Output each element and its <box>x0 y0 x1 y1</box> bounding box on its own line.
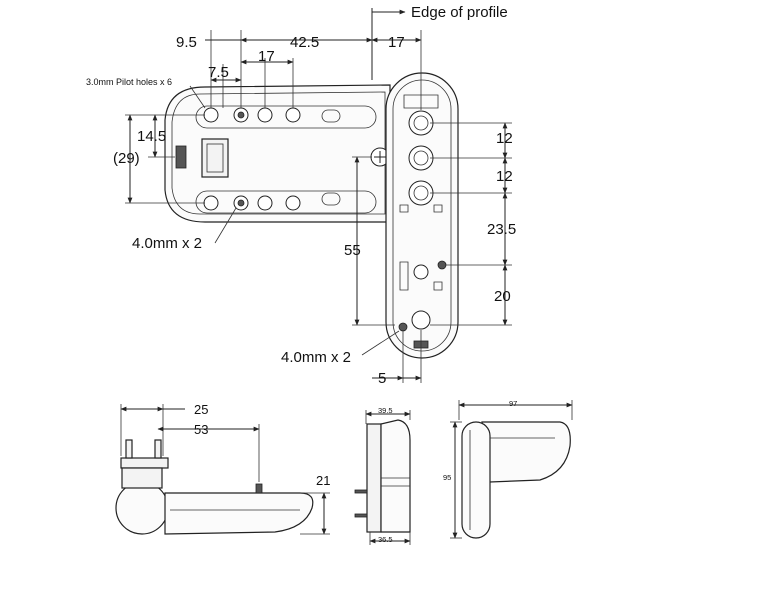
dim-23-5: 23.5 <box>487 221 516 238</box>
pilot-holes-label: 3.0mm Pilot holes x 6 <box>86 77 172 87</box>
dim-12-a: 12 <box>496 130 513 147</box>
dim-39-5: 39.5 <box>378 406 393 415</box>
front-view <box>450 400 573 539</box>
dim-95: 95 <box>443 473 451 482</box>
dim-25: 25 <box>194 402 208 417</box>
dim-14-5: 14.5 <box>137 128 166 145</box>
dim-7-5: 7.5 <box>208 64 229 81</box>
edge-of-profile-label: Edge of profile <box>411 4 508 21</box>
side-view <box>115 404 330 535</box>
dim-55: 55 <box>344 242 361 259</box>
dim-5: 5 <box>378 370 386 387</box>
hinge-leaf <box>385 72 459 359</box>
dim-97: 97 <box>509 399 517 408</box>
dim-53: 53 <box>194 422 208 437</box>
top-view-dimensions <box>125 8 512 383</box>
holes-4mm-left-label: 4.0mm x 2 <box>132 235 202 252</box>
dim-21: 21 <box>316 473 330 488</box>
dim-29: (29) <box>113 150 140 167</box>
edge-view <box>354 410 411 545</box>
dim-9-5: 9.5 <box>176 34 197 51</box>
dim-17-mid: 17 <box>258 48 275 65</box>
dim-17-top: 17 <box>388 34 405 51</box>
dim-42-5: 42.5 <box>290 34 319 51</box>
dimension-labels: Edge of profile 9.5 42.5 17 17 7.5 3.0mm… <box>86 4 517 544</box>
dim-12-b: 12 <box>496 168 513 185</box>
holes-4mm-right-label: 4.0mm x 2 <box>281 349 351 366</box>
dim-20: 20 <box>494 288 511 305</box>
frame-plate <box>164 84 391 223</box>
dim-36-5: 36.5 <box>378 535 393 544</box>
